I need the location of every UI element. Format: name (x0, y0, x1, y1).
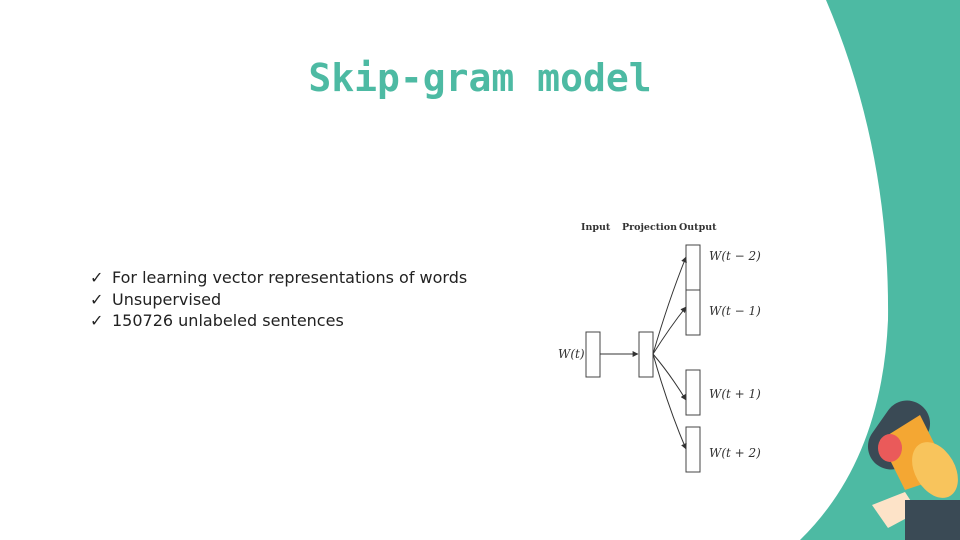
bullet-text: Unsupervised (112, 289, 222, 309)
projection-box (638, 331, 654, 378)
input-box (585, 331, 601, 378)
bullet-text: 150726 unlabeled sentences (112, 311, 344, 330)
output-box (685, 289, 701, 336)
page-title: Skip-gram model (308, 56, 652, 100)
output-label: W(t − 2) (709, 249, 761, 263)
bullet-text: For learning vector representations of w… (112, 268, 468, 287)
output-header: Output (679, 222, 717, 233)
output-label: W(t − 1) (709, 304, 761, 318)
input-header: Input (581, 222, 611, 233)
output-label: W(t + 2) (709, 446, 761, 460)
bullet-list: ✓ For learning vector representations of … (90, 267, 467, 332)
checkmark-icon: ✓ (90, 289, 104, 309)
output-arrow (652, 353, 687, 450)
bullet-item: ✓ For learning vector representations of … (90, 267, 467, 289)
output-box (685, 244, 701, 291)
input-label: W(t) (558, 347, 585, 361)
output-arrow (652, 353, 687, 401)
projection-header: Projection (622, 222, 677, 233)
checkmark-icon: ✓ (90, 268, 104, 287)
megaphone-icon (867, 400, 960, 540)
output-label: W(t + 1) (709, 387, 761, 401)
checkmark-icon: ✓ (90, 311, 104, 330)
output-arrow (652, 256, 687, 355)
skip-gram-diagram: Input Projection Output W(t) W(t − 2) W(… (558, 222, 761, 473)
output-arrow (652, 306, 687, 355)
bullet-item: ✓ 150726 unlabeled sentences (90, 310, 467, 332)
output-box (685, 369, 701, 416)
bullet-item: ✓ Unsupervised (90, 289, 467, 311)
output-box (685, 426, 701, 473)
